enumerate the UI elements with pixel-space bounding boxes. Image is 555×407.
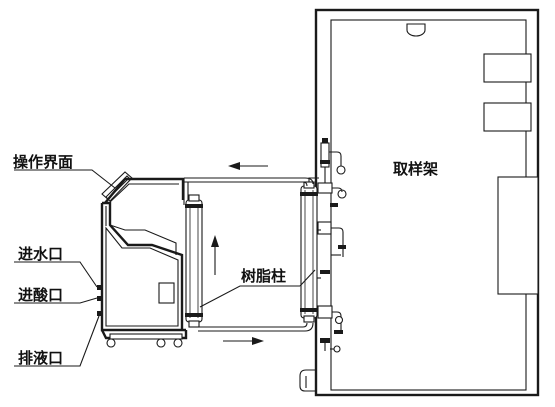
water-inlet-port xyxy=(97,285,103,290)
hinge-middle xyxy=(483,102,532,132)
label-sample-rack: 取样架 xyxy=(393,160,438,178)
door-handle-panel xyxy=(497,176,539,295)
main-unit-cabinet xyxy=(97,171,188,348)
access-door xyxy=(158,282,175,304)
label-drain-outlet: 排液口 xyxy=(18,349,63,367)
acid-inlet-port xyxy=(97,296,103,301)
label-acid-inlet: 进酸口 xyxy=(18,286,63,304)
wheel-middle xyxy=(156,338,166,348)
connecting-tubes xyxy=(183,177,314,332)
sample-rack-cabinet xyxy=(299,8,540,397)
resin-column-right xyxy=(300,177,321,323)
wheel-right xyxy=(173,338,183,348)
flow-arrow-up xyxy=(211,235,219,275)
flow-arrow-bottom xyxy=(223,337,264,345)
hinge-top xyxy=(483,53,532,83)
wheel-left xyxy=(106,338,116,348)
leader-lines xyxy=(14,169,316,367)
label-operation-interface: 操作界面 xyxy=(13,153,73,171)
rack-valve-assembly xyxy=(317,138,347,353)
label-water-inlet: 进水口 xyxy=(18,245,63,263)
resin-column-left xyxy=(185,194,203,328)
flow-arrow-top xyxy=(228,162,268,170)
drain-outlet-port xyxy=(97,311,103,316)
label-resin-column: 树脂柱 xyxy=(241,267,286,285)
